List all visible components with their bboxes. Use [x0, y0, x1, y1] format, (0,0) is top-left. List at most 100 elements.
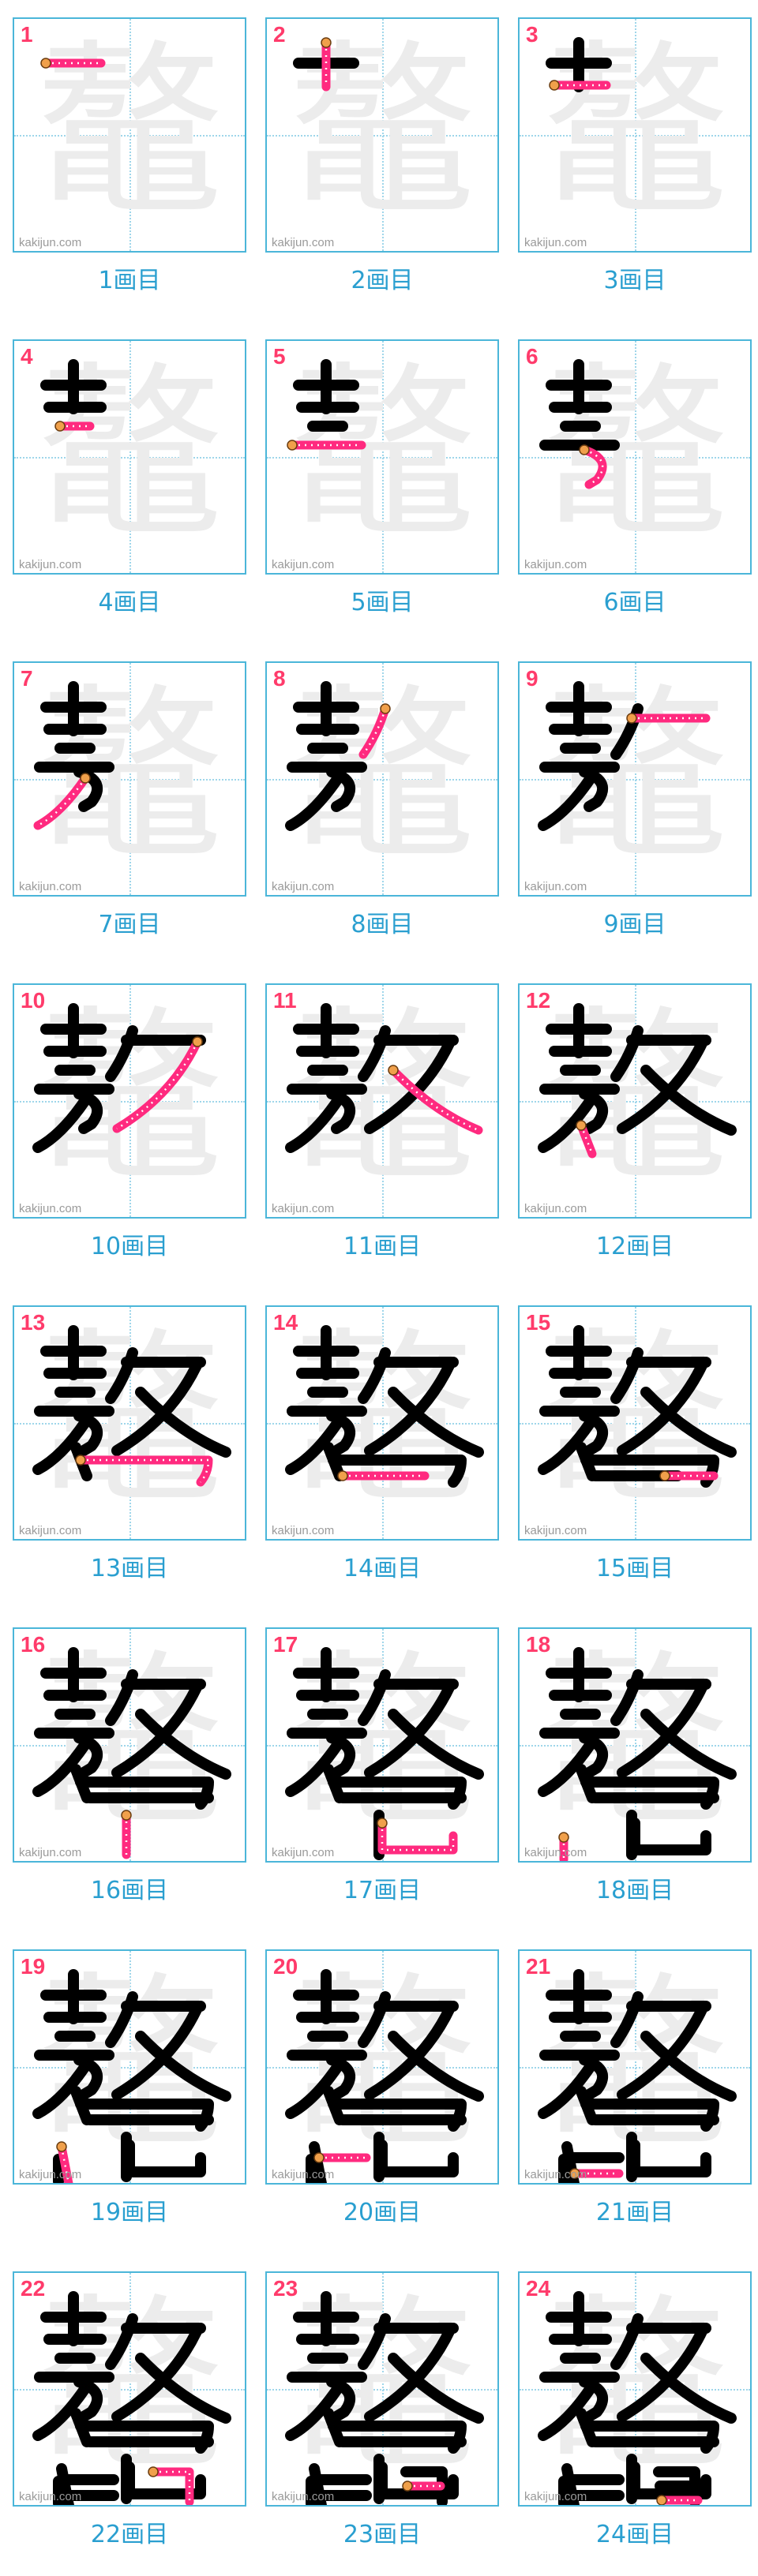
stroke-drawing — [285, 1969, 484, 2183]
watermark: kakijun.com — [524, 558, 587, 571]
completed-stroke — [32, 1739, 91, 1797]
horizontal-guide-line — [267, 2067, 497, 2069]
stroke-dots — [580, 1125, 594, 1155]
stroke-label: 10画目 — [90, 1233, 169, 1260]
stroke-number: 10 — [21, 988, 46, 1013]
stroke-number: 20 — [273, 1954, 298, 1979]
stroke-drawing — [538, 1969, 737, 2183]
stroke-drawing — [285, 1003, 483, 1153]
stroke-start-dot — [313, 2152, 325, 2163]
stroke-drawing — [538, 1325, 737, 1488]
stroke-drawing — [546, 37, 612, 92]
horizontal-guide-line — [267, 1745, 497, 1747]
stroke-start-dot — [40, 58, 51, 69]
stroke-number: 8 — [273, 666, 286, 691]
stroke-label: 20画目 — [343, 2199, 422, 2226]
stroke-label: 21画目 — [595, 2199, 674, 2226]
stroke-label: 23画目 — [343, 2521, 422, 2548]
stroke-start-dot — [287, 440, 298, 451]
watermark: kakijun.com — [19, 2490, 82, 2503]
stroke-start-dot — [337, 1470, 348, 1481]
watermark: kakijun.com — [524, 236, 587, 249]
completed-stroke — [538, 2383, 596, 2441]
horizontal-guide-line — [267, 1101, 497, 1103]
stroke-number: 9 — [526, 666, 538, 691]
current-stroke — [148, 2467, 194, 2505]
completed-stroke — [388, 1387, 484, 1458]
current-stroke — [377, 1818, 458, 1855]
stroke-label: 16画目 — [90, 1877, 169, 1904]
horizontal-guide-line — [520, 2389, 750, 2391]
stroke-label: 22画目 — [90, 2521, 169, 2548]
watermark: kakijun.com — [19, 1846, 82, 1859]
current-stroke — [76, 1455, 213, 1487]
stroke-start-dot — [75, 1455, 86, 1466]
stroke-start-dot — [80, 773, 91, 784]
stroke-label: 2画目 — [351, 267, 414, 294]
completed-stroke — [135, 1387, 231, 1458]
stroke-label: 4画目 — [98, 589, 161, 616]
stroke-number: 1 — [21, 22, 33, 47]
watermark: kakijun.com — [19, 880, 82, 893]
horizontal-guide-line — [14, 2389, 245, 2391]
completed-stroke — [124, 2140, 206, 2177]
completed-stroke — [377, 2462, 459, 2499]
stroke-drawing — [285, 1647, 484, 1860]
horizontal-guide-line — [14, 457, 245, 459]
horizontal-guide-line — [267, 779, 497, 781]
completed-stroke — [32, 1417, 91, 1475]
completed-stroke — [328, 1455, 467, 1488]
completed-stroke — [629, 2140, 711, 2177]
ghost-character: 鼇 — [36, 24, 223, 242]
horizontal-guide-line — [14, 2067, 245, 2069]
watermark: kakijun.com — [524, 1202, 587, 1215]
completed-stroke — [640, 2353, 737, 2424]
stroke-start-dot — [148, 2466, 159, 2477]
horizontal-guide-line — [14, 1101, 245, 1103]
stroke-number: 19 — [21, 1954, 46, 1979]
watermark: kakijun.com — [272, 1202, 335, 1215]
completed-stroke — [640, 2031, 737, 2102]
completed-stroke — [32, 1095, 91, 1153]
stroke-start-dot — [54, 421, 66, 432]
completed-stroke — [629, 2462, 711, 2499]
stroke-dots — [381, 1823, 455, 1852]
completed-stroke — [285, 2383, 343, 2441]
stroke-dots — [81, 1458, 210, 1483]
stroke-label: 17画目 — [343, 1877, 422, 1904]
horizontal-guide-line — [520, 1745, 750, 1747]
stroke-drawing — [538, 681, 711, 831]
stroke-number: 18 — [526, 1632, 551, 1657]
stroke-label: 11画目 — [343, 1233, 422, 1260]
stroke-label: 1画目 — [98, 267, 161, 294]
watermark: kakijun.com — [272, 2490, 335, 2503]
watermark: kakijun.com — [272, 558, 335, 571]
stroke-label: 13画目 — [90, 1555, 169, 1582]
watermark: kakijun.com — [524, 2168, 587, 2181]
horizontal-guide-line — [267, 135, 497, 137]
